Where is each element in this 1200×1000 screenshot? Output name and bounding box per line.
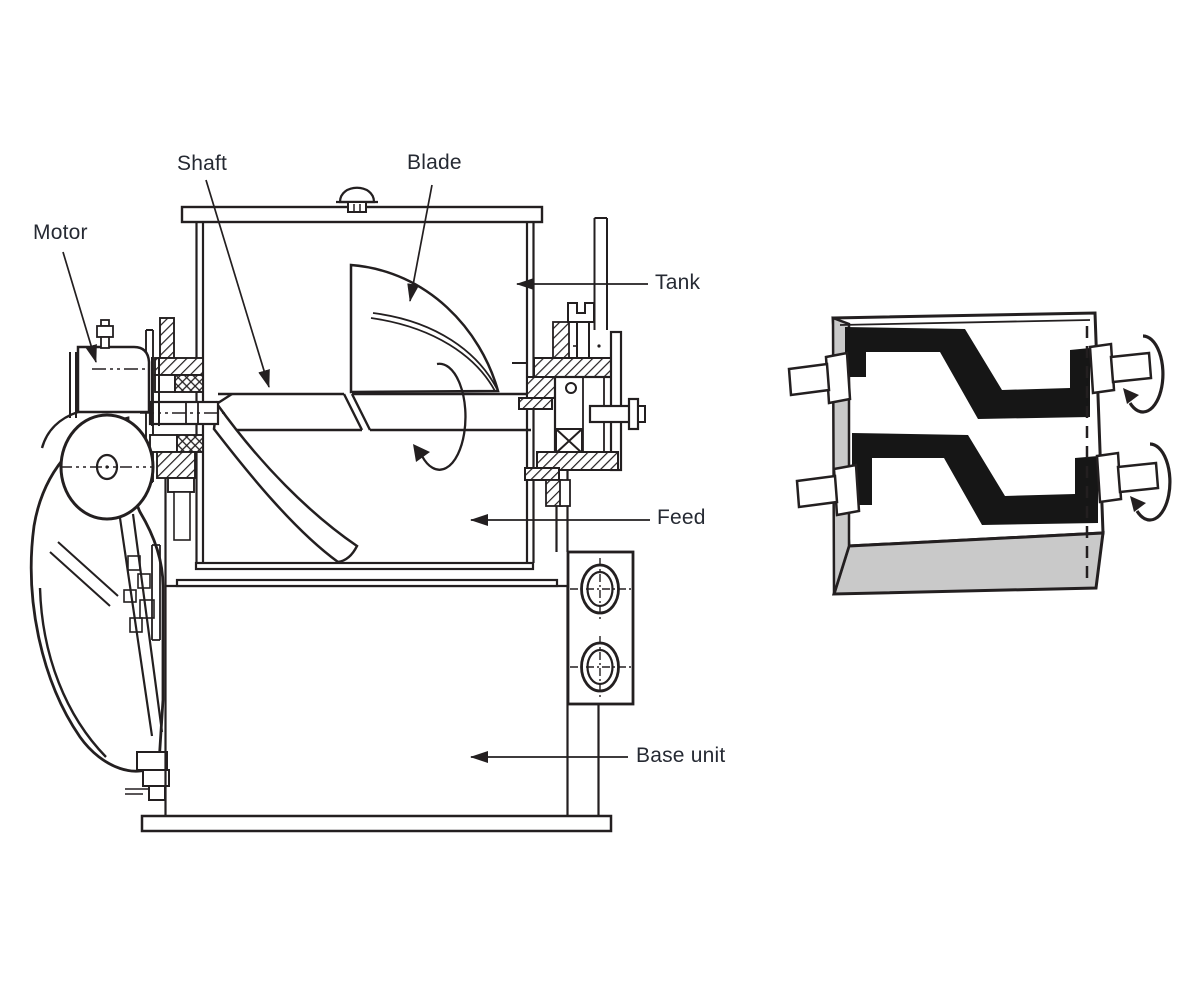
label-base-unit: Base unit <box>636 744 726 767</box>
bearing-cross <box>555 428 583 454</box>
mixer-shaft <box>217 392 531 432</box>
shaft-stub-right-top <box>1088 342 1116 395</box>
leader-shaft <box>205 179 270 388</box>
mixing-blade-lower <box>212 400 359 564</box>
stuffing-box-left <box>145 317 204 541</box>
label-tank: Tank <box>655 271 701 294</box>
label-shaft: Shaft <box>177 152 228 175</box>
lid-knob-icon <box>336 186 378 213</box>
leader-lines <box>62 179 650 763</box>
handwheel-top <box>570 558 631 622</box>
base-unit-box <box>140 478 613 833</box>
label-blade: Blade <box>407 151 462 174</box>
support-rod <box>593 217 608 330</box>
clamp-bracket <box>567 302 595 323</box>
leader-blade <box>407 184 433 302</box>
handwheel-bottom <box>570 636 631 700</box>
leader-motor <box>62 251 97 363</box>
shaft-break-symbol <box>342 393 372 431</box>
rotation-arrow-icon <box>413 362 467 471</box>
z-blade-top <box>845 327 1090 419</box>
label-motor: Motor <box>33 221 88 244</box>
tensioner-bracket <box>123 544 161 641</box>
handwheel-panel <box>566 550 635 706</box>
drive-pulley <box>59 413 155 521</box>
guard-foot <box>125 751 170 801</box>
motor-bolt-icon <box>96 319 114 349</box>
guard-inner-arc <box>38 587 107 758</box>
shaft-stub-right-bottom <box>1095 451 1123 504</box>
section-view <box>29 179 650 833</box>
rotation-arrow-bottom-icon <box>1130 442 1172 522</box>
tank-bottom <box>175 561 559 588</box>
shaft-stub-left-bottom <box>832 463 861 517</box>
label-feed: Feed <box>657 506 706 529</box>
rotation-arrow-top-icon <box>1123 334 1165 414</box>
bearing-assembly-right <box>518 217 646 507</box>
z-blade-bottom <box>852 433 1098 525</box>
base-plate <box>140 814 613 833</box>
shaft-stub-left-top <box>824 351 852 405</box>
motor-assembly <box>69 319 160 426</box>
drive-belt <box>118 513 164 737</box>
mixing-blade-upper <box>349 263 500 394</box>
blade-shaft-stubs <box>787 342 1160 517</box>
shaft-end-handle <box>588 397 646 431</box>
z-blade-trough-view <box>787 311 1172 596</box>
